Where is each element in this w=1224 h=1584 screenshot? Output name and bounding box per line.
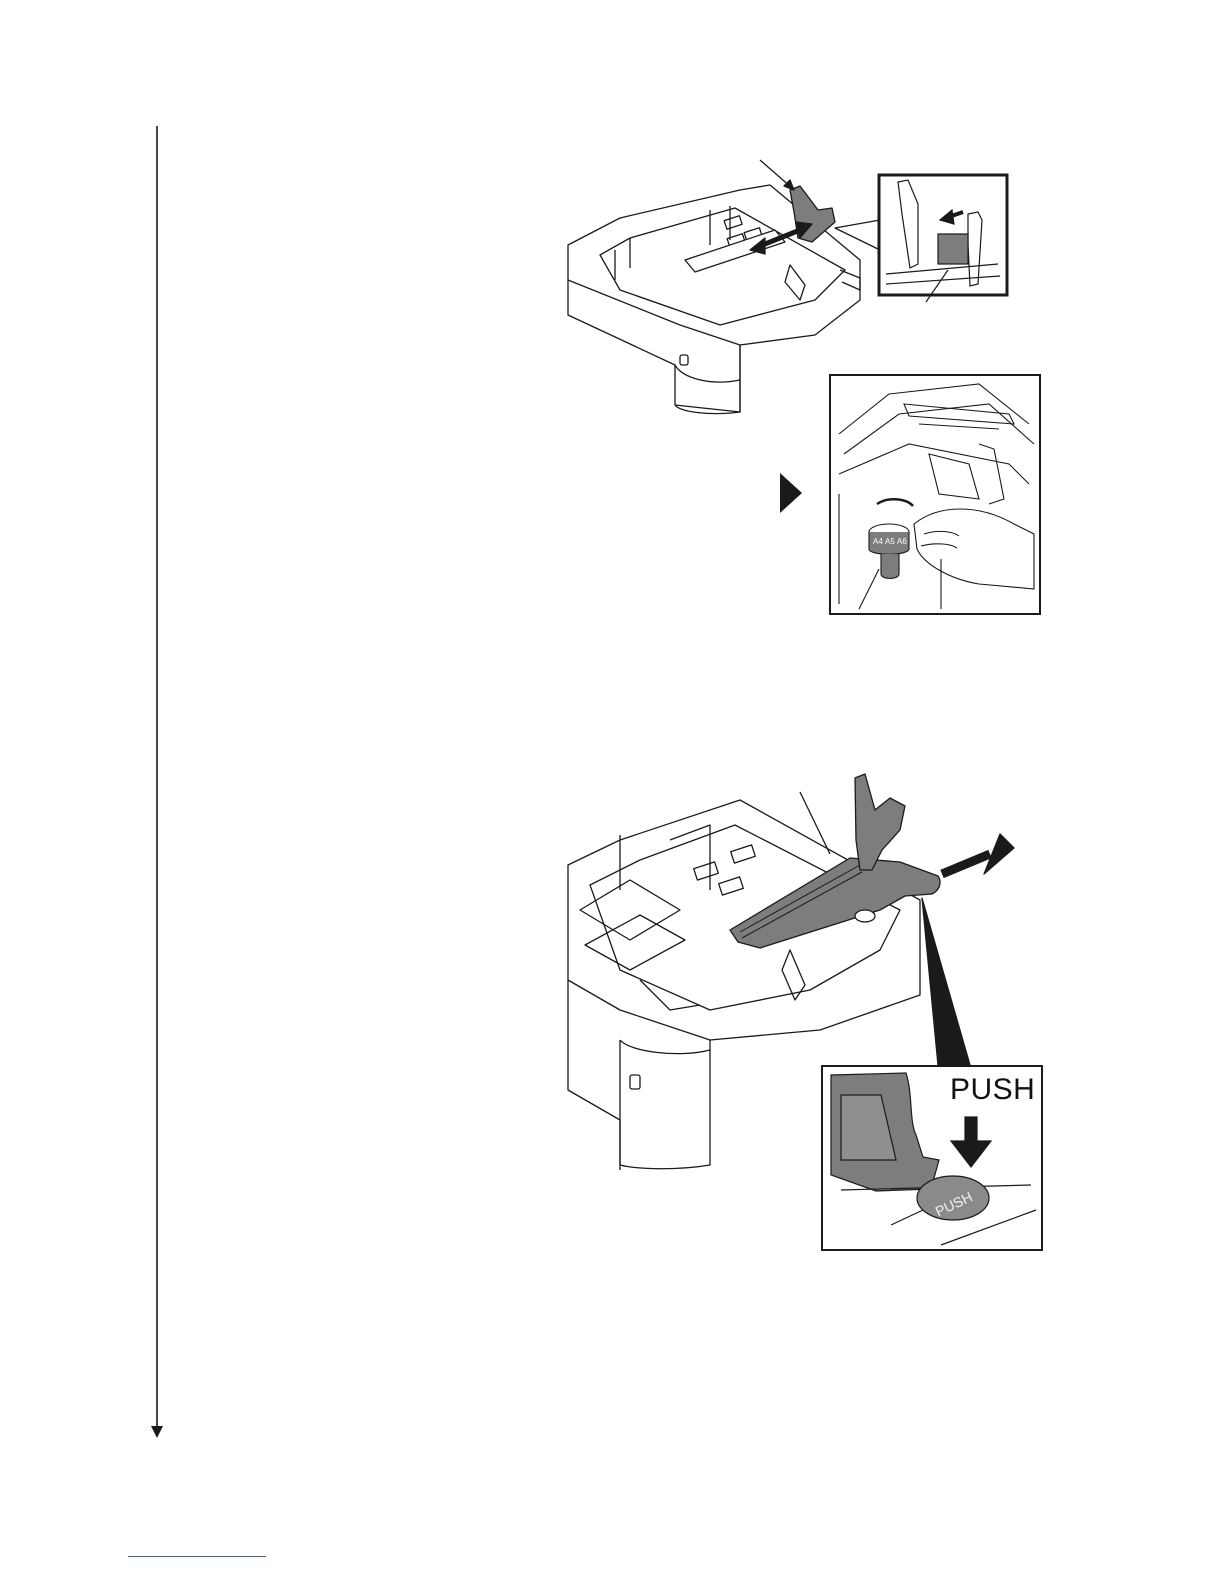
paper-size-dial-inset: A4 A5 A6 [829, 374, 1041, 615]
push-label: PUSH [950, 1072, 1040, 1108]
flow-line [150, 126, 164, 1442]
width-guide-lever-inset [878, 174, 1008, 296]
dial-size-a4: A4 [873, 537, 883, 546]
footer-rule [128, 1556, 266, 1557]
dial-size-a6: A6 [897, 537, 907, 546]
next-step-arrow-icon [780, 473, 802, 513]
dial-size-a5: A5 [885, 537, 895, 546]
